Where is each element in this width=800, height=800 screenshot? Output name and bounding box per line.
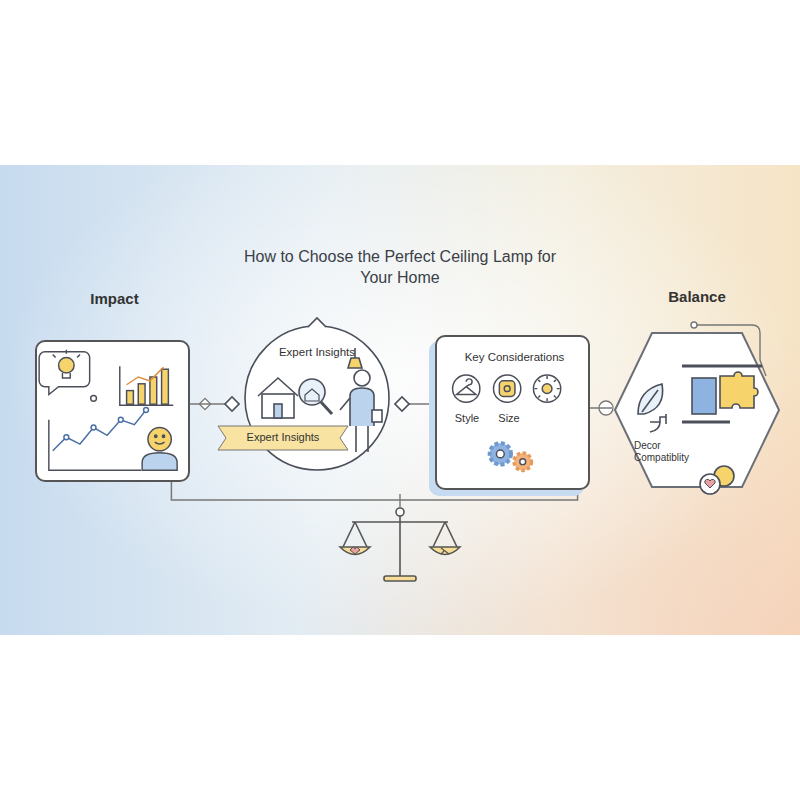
scale-stem xyxy=(399,494,400,508)
connector-line xyxy=(590,407,612,409)
item-label: Style xyxy=(445,412,489,425)
node-heading: Expert Insights xyxy=(192,346,442,360)
node-heading: Key Considerations xyxy=(397,351,632,365)
impact-icons xyxy=(37,342,188,480)
considerations-box: Key ConsiderationsStyleSize xyxy=(435,335,590,490)
balance-scale xyxy=(340,508,460,581)
ribbon-label: Expert Insights xyxy=(178,431,388,444)
node-heading: Balance xyxy=(572,288,800,306)
balance-icons xyxy=(612,330,782,490)
impact-box: Impact xyxy=(35,340,190,482)
balance-hexagon: BalanceDecor Compatiblity xyxy=(612,330,782,490)
insights-circle: Expert Insights Expert Insights xyxy=(232,318,402,470)
diagram-title: How to Choose the Perfect Ceiling Lamp f… xyxy=(230,247,570,289)
insights-ribbon: Expert Insights xyxy=(218,426,348,450)
item-label: Size xyxy=(487,412,531,425)
node-label: Decor Compatiblity xyxy=(634,440,714,464)
node-heading: Impact xyxy=(0,290,232,308)
